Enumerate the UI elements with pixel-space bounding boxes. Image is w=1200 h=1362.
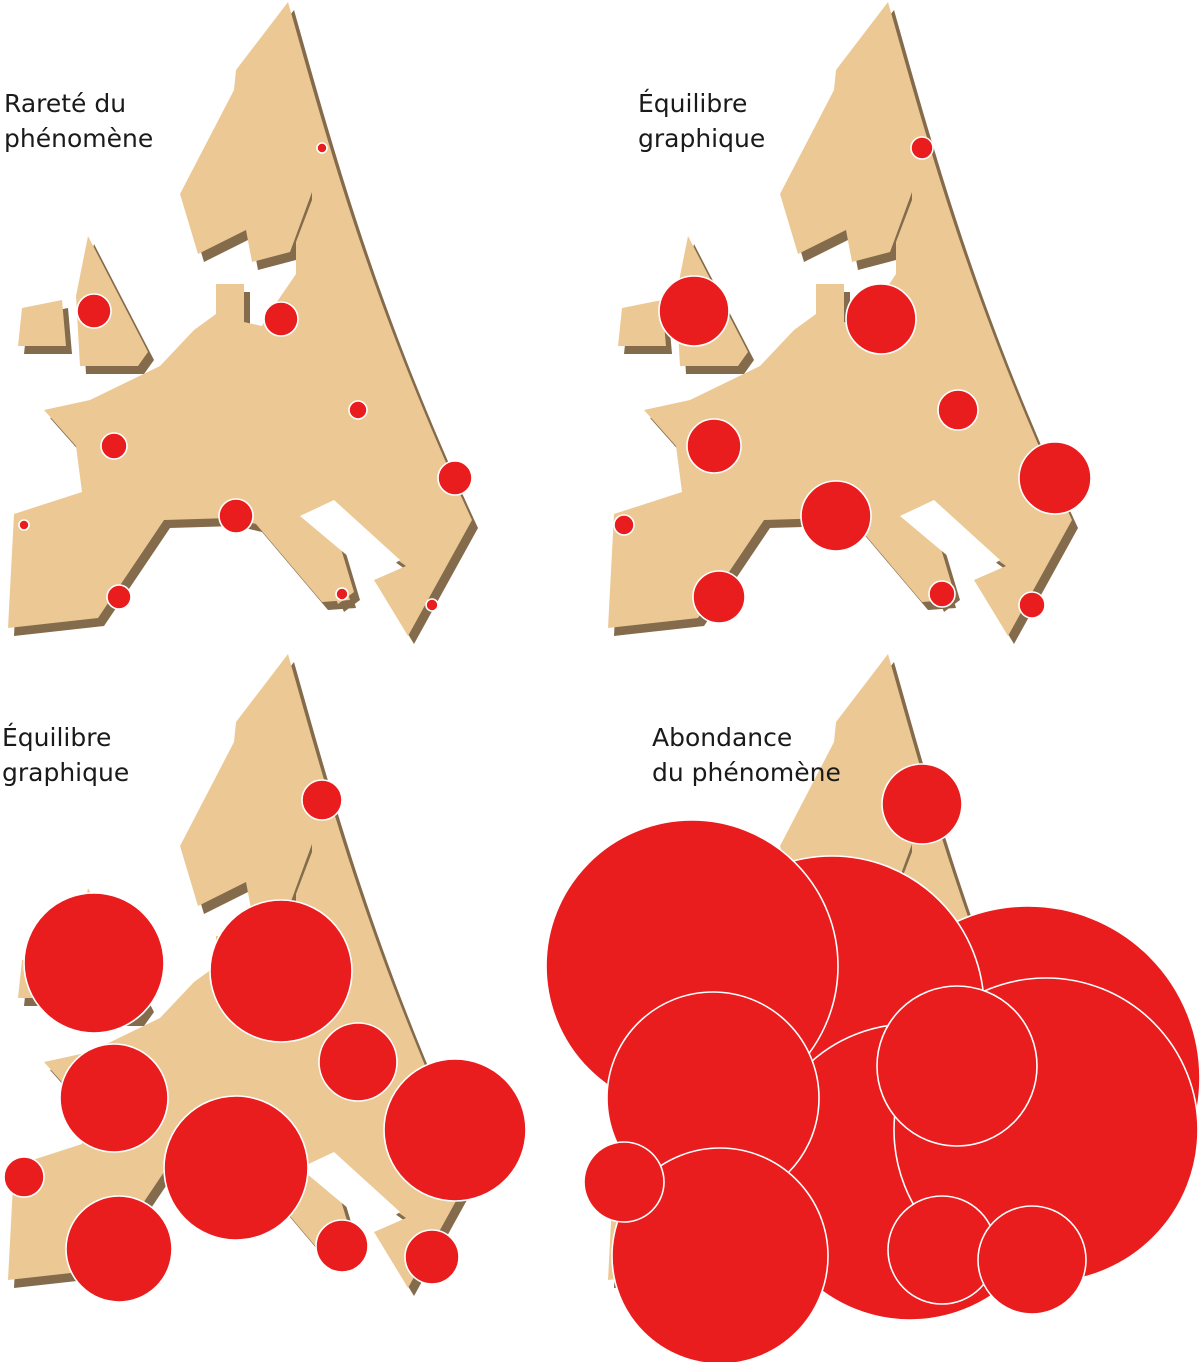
panel-title-line-1: Équilibre	[2, 723, 112, 752]
iceland-shape	[618, 300, 666, 346]
proportional-circle	[383, 1058, 527, 1202]
panel-abondance: Abondance du phénomène	[545, 652, 1200, 1362]
proportional-circle	[613, 514, 635, 536]
panel-title-line-2: du phénomène	[652, 758, 841, 787]
map-rarete	[8, 2, 478, 644]
britain-shape	[76, 236, 148, 366]
map-abondance	[545, 654, 1200, 1362]
proportional-circle	[218, 498, 254, 534]
proportional-circle	[348, 400, 368, 420]
proportional-circle	[318, 1022, 398, 1102]
proportional-symbols	[613, 136, 1092, 624]
proportional-symbols	[3, 779, 527, 1303]
proportional-circle	[583, 1141, 665, 1223]
proportional-circle	[686, 418, 742, 474]
lake-cutout	[300, 1152, 400, 1230]
proportional-circle	[3, 1156, 45, 1198]
proportional-circle	[209, 899, 353, 1043]
proportional-symbols	[18, 142, 473, 612]
panel-title-line-1: Abondance	[652, 723, 793, 752]
proportional-circle	[76, 293, 112, 329]
proportional-circle	[65, 1195, 173, 1303]
proportional-circle	[845, 283, 917, 355]
panel-equilibre-1: Équilibre graphique	[600, 0, 1200, 681]
proportional-circle	[800, 480, 872, 552]
proportional-circle	[316, 142, 328, 154]
proportional-circle	[18, 519, 30, 531]
proportional-circle	[59, 1043, 169, 1153]
proportional-circle	[100, 432, 128, 460]
proportional-circle	[658, 275, 730, 347]
proportional-circle	[910, 136, 934, 160]
panel-equilibre-2: Équilibre graphique	[0, 652, 600, 1333]
mainland-shape	[608, 2, 1072, 636]
panel-title-line-1: Rareté du	[4, 89, 127, 118]
proportional-circle	[611, 1147, 829, 1362]
panel-rarete: Rareté du phénomène	[0, 0, 600, 681]
lake-cutout	[900, 500, 1000, 578]
proportional-circle	[106, 584, 132, 610]
map-equilibre-1	[608, 2, 1092, 644]
panel-title: Équilibre graphique	[638, 86, 765, 156]
panel-title-line-2: graphique	[2, 758, 130, 787]
proportional-circle	[263, 301, 299, 337]
proportional-circle	[692, 570, 746, 624]
proportional-circle	[163, 1095, 309, 1241]
proportional-circle	[437, 460, 473, 496]
proportional-circle	[404, 1229, 460, 1285]
proportional-circle	[876, 985, 1038, 1147]
proportional-circle	[937, 389, 979, 431]
europe-map	[608, 2, 1078, 644]
panel-title-line-2: graphique	[638, 124, 766, 153]
proportional-circle	[1018, 441, 1092, 515]
proportional-circle	[881, 763, 963, 845]
panel-title: Équilibre graphique	[2, 720, 129, 790]
proportional-circle	[1018, 591, 1046, 619]
panel-title: Abondance du phénomène	[652, 720, 841, 790]
proportional-symbols	[545, 763, 1200, 1362]
lake-cutout	[300, 500, 400, 578]
proportional-circle	[977, 1205, 1087, 1315]
proportional-circle	[335, 587, 349, 601]
proportional-circle	[928, 580, 956, 608]
proportional-circle	[23, 892, 165, 1034]
mainland-shape	[8, 2, 472, 636]
proportional-circle	[301, 779, 343, 821]
iceland-shape	[18, 300, 66, 346]
panel-title-line-2: phénomène	[4, 124, 154, 153]
proportional-circle	[315, 1219, 369, 1273]
proportional-circle	[425, 598, 439, 612]
europe-map	[8, 2, 478, 644]
map-equilibre-2	[3, 654, 527, 1303]
panel-title: Rareté du phénomène	[4, 86, 153, 156]
panel-title-line-1: Équilibre	[638, 89, 748, 118]
